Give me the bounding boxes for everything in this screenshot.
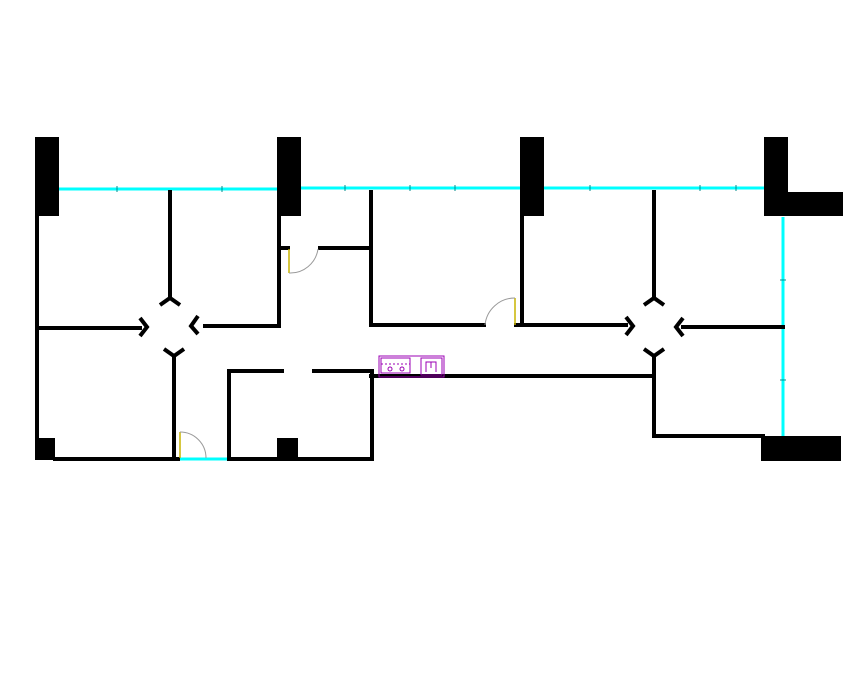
doors-group bbox=[179, 248, 516, 459]
column-1 bbox=[35, 137, 59, 216]
corner-east-bottom bbox=[642, 347, 666, 359]
door-vestibule bbox=[288, 248, 319, 274]
columns-group bbox=[35, 137, 843, 461]
glazing-mullions bbox=[116, 185, 786, 381]
corner-west-right bbox=[188, 314, 200, 336]
column-7 bbox=[761, 436, 841, 461]
column-5 bbox=[35, 438, 55, 460]
column-4-horizontal bbox=[764, 192, 843, 216]
faucet-icon bbox=[425, 361, 437, 372]
door-main-entrance bbox=[179, 431, 207, 459]
corner-east-top bbox=[642, 295, 666, 307]
angled-corners-group bbox=[138, 295, 685, 359]
walls-group bbox=[35, 190, 785, 461]
cooktop-burner-2 bbox=[399, 366, 405, 372]
counter-outline bbox=[378, 355, 445, 378]
kitchenette-counter bbox=[378, 355, 445, 378]
door-room-d bbox=[484, 297, 516, 326]
column-6 bbox=[277, 438, 298, 460]
corner-east-right bbox=[673, 316, 685, 338]
column-2 bbox=[277, 137, 301, 216]
corner-west-left bbox=[138, 316, 150, 338]
corner-west-bottom bbox=[162, 347, 186, 359]
cooktop-burner-1 bbox=[387, 366, 393, 372]
corner-west-top bbox=[158, 295, 182, 307]
column-3 bbox=[520, 137, 544, 216]
glazing-group bbox=[58, 186, 785, 461]
corner-east-left bbox=[624, 315, 636, 337]
sink-basin-left bbox=[380, 357, 411, 374]
sink-basin-right bbox=[420, 357, 443, 376]
